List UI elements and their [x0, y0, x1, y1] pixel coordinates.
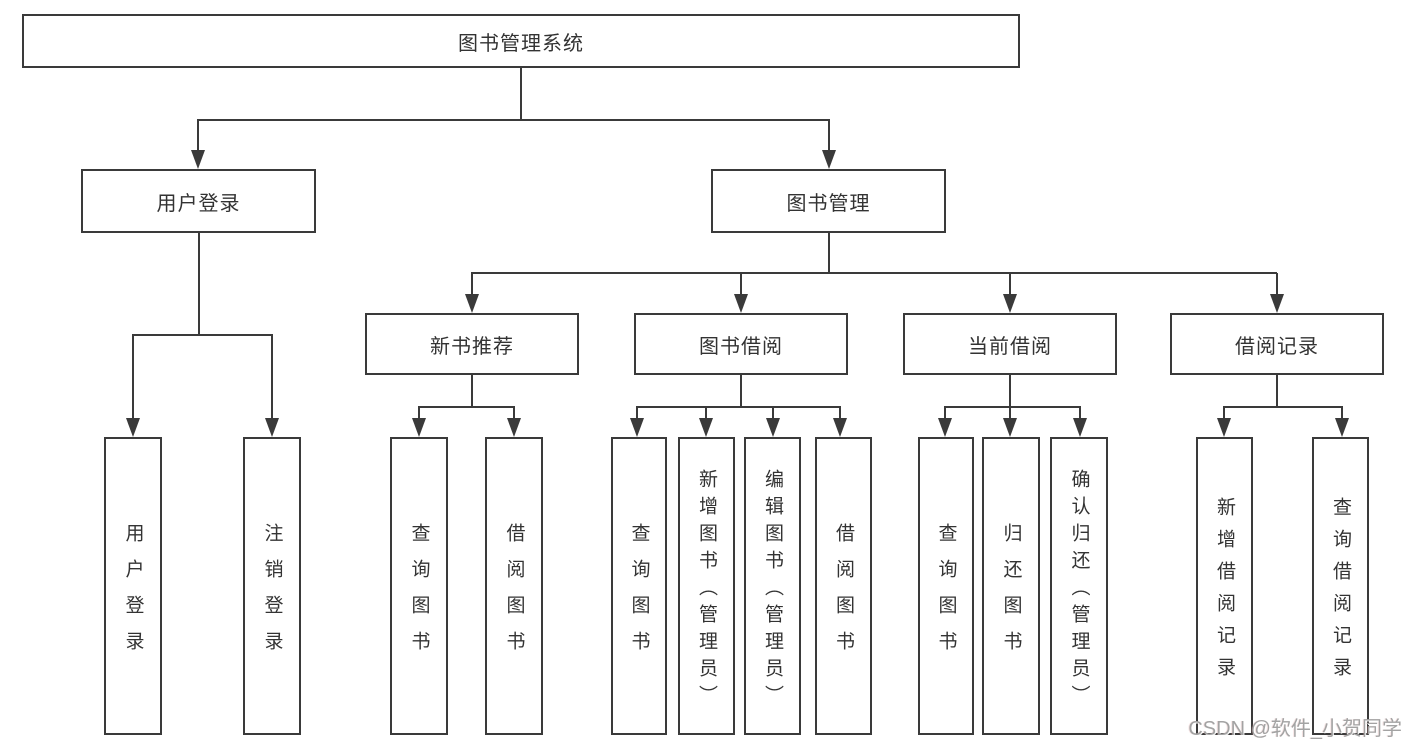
- leaf-logout-label: 注销登录: [261, 522, 283, 667]
- leaf-return-books-label: 归还图书: [1000, 522, 1022, 667]
- arrowhead-query-borrow-record: [1335, 418, 1349, 437]
- connector-drop-new-book: [470, 273, 474, 295]
- arrowhead-current-borrowing: [1003, 294, 1017, 313]
- arrowhead-query-books-2: [630, 418, 644, 437]
- node-root: 图书管理系统: [22, 14, 1020, 68]
- connector-drop-query-borrow-record: [1340, 407, 1344, 419]
- leaf-add-borrow-record: 新增借阅记录: [1196, 437, 1253, 735]
- connector-drop-edit-book: [771, 407, 775, 419]
- leaf-query-borrow-record: 查询借阅记录: [1312, 437, 1369, 735]
- connector-stem-current-borrowing: [1008, 375, 1012, 408]
- connector-hline-borrowing-records: [1223, 405, 1343, 409]
- leaf-user-login-label: 用户登录: [122, 522, 144, 667]
- connector-stem-new-book: [470, 375, 474, 408]
- connector-drop-query-books-2: [635, 407, 639, 419]
- connector-drop-borrow-books-1: [512, 407, 516, 419]
- connector-stem-root: [519, 67, 523, 120]
- leaf-add-borrow-record-label: 新增借阅记录: [1214, 496, 1235, 689]
- connector-drop-borrow-books-2: [838, 407, 842, 419]
- arrowhead-leaf-user-login: [126, 418, 140, 437]
- leaf-borrow-books-recommend: 借阅图书: [485, 437, 543, 735]
- arrowhead-borrow-books-2: [833, 418, 847, 437]
- connector-drop-book-borrowing: [739, 273, 743, 295]
- connector-stem-book-borrowing: [739, 375, 743, 408]
- node-book-management-label: 图书管理: [786, 192, 871, 215]
- node-borrowing-records-label: 借阅记录: [1235, 335, 1319, 358]
- node-current-borrowing-label: 当前借阅: [968, 335, 1052, 358]
- leaf-query-books-recommend: 查询图书: [390, 437, 448, 735]
- node-new-book-recommendation-label: 新书推荐: [430, 335, 514, 358]
- connector-drop-user-login: [196, 119, 200, 151]
- node-current-borrowing: 当前借阅: [903, 313, 1117, 375]
- arrowhead-borrow-books-1: [507, 418, 521, 437]
- connector-hline-user-login: [132, 333, 273, 337]
- arrowhead-book-borrowing: [734, 294, 748, 313]
- connector-stem-book-management: [827, 233, 831, 274]
- node-borrowing-records: 借阅记录: [1170, 313, 1384, 375]
- connector-drop-query-books-3: [943, 407, 947, 419]
- arrowhead-user-login: [191, 150, 205, 169]
- leaf-query-books-current: 查询图书: [918, 437, 974, 735]
- connector-drop-borrowing-records: [1275, 273, 1279, 295]
- leaf-query-books-borrowing-label: 查询图书: [628, 522, 650, 667]
- leaf-add-book-admin: 新增图书（管理员）: [678, 437, 735, 735]
- connector-stem-user-login: [197, 233, 201, 336]
- leaf-query-books-recommend-label: 查询图书: [408, 522, 430, 667]
- leaf-edit-book-admin-label: 编辑图书（管理员）: [762, 468, 783, 712]
- node-user-login-label: 用户登录: [156, 192, 241, 215]
- connector-drop-book-management: [827, 119, 831, 151]
- leaf-add-book-admin-label: 新增图书（管理员）: [696, 468, 717, 712]
- connector-drop-return-books: [1008, 407, 1012, 419]
- leaf-return-books: 归还图书: [982, 437, 1040, 735]
- connector-drop-leaf-logout: [270, 335, 274, 419]
- connector-hline-level2: [197, 118, 830, 122]
- connector-drop-leaf-user-login: [131, 335, 135, 419]
- arrowhead-confirm-return: [1073, 418, 1087, 437]
- leaf-user-login: 用户登录: [104, 437, 162, 735]
- connector-drop-query-books-1: [417, 407, 421, 419]
- arrowhead-query-books-3: [938, 418, 952, 437]
- connector-drop-confirm-return: [1078, 407, 1082, 419]
- connector-stem-borrowing-records: [1275, 375, 1279, 408]
- arrowhead-return-books: [1003, 418, 1017, 437]
- arrowhead-edit-book: [766, 418, 780, 437]
- leaf-edit-book-admin: 编辑图书（管理员）: [744, 437, 801, 735]
- node-user-login: 用户登录: [81, 169, 316, 233]
- watermark: CSDN @软件_小贺同学: [1188, 718, 1402, 740]
- connector-hline-book-borrowing: [636, 405, 841, 409]
- connector-hline-current-borrowing: [944, 405, 1081, 409]
- leaf-confirm-return-admin-label: 确认归还（管理员）: [1068, 468, 1090, 712]
- connector-hline-new-book: [418, 405, 515, 409]
- leaf-logout: 注销登录: [243, 437, 301, 735]
- node-root-label: 图书管理系统: [458, 32, 584, 55]
- node-book-borrowing: 图书借阅: [634, 313, 848, 375]
- leaf-borrow-books-borrowing-label: 借阅图书: [833, 522, 854, 667]
- leaf-borrow-books-recommend-label: 借阅图书: [503, 522, 525, 667]
- node-book-borrowing-label: 图书借阅: [699, 335, 783, 358]
- arrowhead-borrowing-records: [1270, 294, 1284, 313]
- arrowhead-book-management: [822, 150, 836, 169]
- node-book-management: 图书管理: [711, 169, 946, 233]
- leaf-query-borrow-record-label: 查询借阅记录: [1330, 496, 1351, 689]
- connector-drop-add-borrow-record: [1222, 407, 1226, 419]
- arrowhead-add-borrow-record: [1217, 418, 1231, 437]
- arrowhead-query-books-1: [412, 418, 426, 437]
- arrowhead-new-book: [465, 294, 479, 313]
- leaf-confirm-return-admin: 确认归还（管理员）: [1050, 437, 1108, 735]
- arrowhead-leaf-logout: [265, 418, 279, 437]
- leaf-borrow-books-borrowing: 借阅图书: [815, 437, 872, 735]
- connector-hline-level3: [471, 271, 1277, 275]
- leaf-query-books-current-label: 查询图书: [935, 522, 957, 667]
- leaf-query-books-borrowing: 查询图书: [611, 437, 667, 735]
- connector-drop-add-book: [704, 407, 708, 419]
- node-new-book-recommendation: 新书推荐: [365, 313, 579, 375]
- connector-drop-current-borrowing: [1008, 273, 1012, 295]
- arrowhead-add-book: [699, 418, 713, 437]
